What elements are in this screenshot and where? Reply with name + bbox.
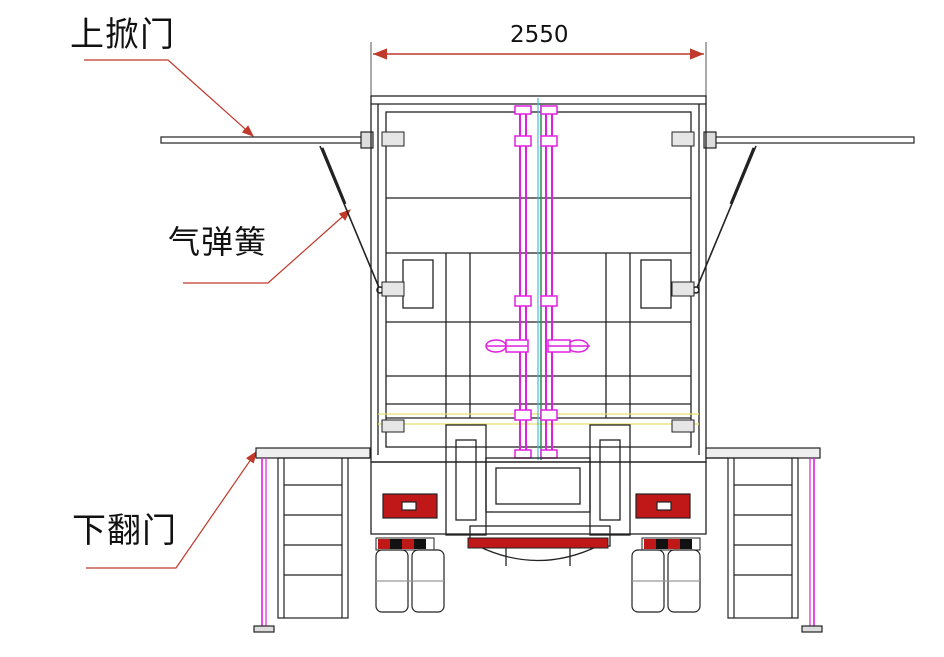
door-hinges: [381, 131, 695, 433]
dimension-2550: [370, 42, 707, 96]
gas-spring-label: 气弹簧: [168, 223, 268, 261]
bumper-stripes: [375, 537, 701, 551]
door-lock-rods: [485, 98, 590, 460]
tail-lamps: [382, 493, 691, 519]
upper-door-label: 上掀门: [70, 15, 175, 55]
width-dimension-value: 2550: [510, 22, 569, 48]
label-leaders: [84, 59, 351, 569]
rear-wheels: [375, 549, 701, 613]
lower-flip-doors: [253, 447, 823, 633]
rear-chassis: [370, 424, 707, 566]
lower-door-label: 下翻门: [72, 511, 177, 551]
